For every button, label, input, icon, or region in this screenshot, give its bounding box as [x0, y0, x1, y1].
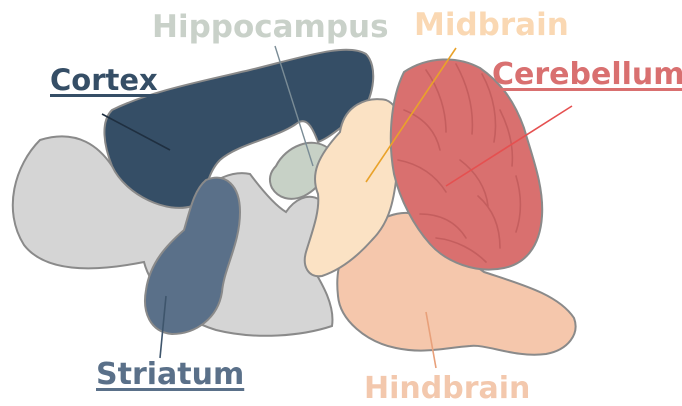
cortex-label: Cortex [50, 66, 158, 95]
striatum-label: Striatum [96, 360, 244, 390]
hippocampus-label: Hippocampus [152, 12, 389, 43]
midbrain-label: Midbrain [414, 10, 569, 41]
cerebellum-label: Cerebellum [492, 60, 682, 90]
hindbrain-label: Hindbrain [364, 374, 530, 404]
